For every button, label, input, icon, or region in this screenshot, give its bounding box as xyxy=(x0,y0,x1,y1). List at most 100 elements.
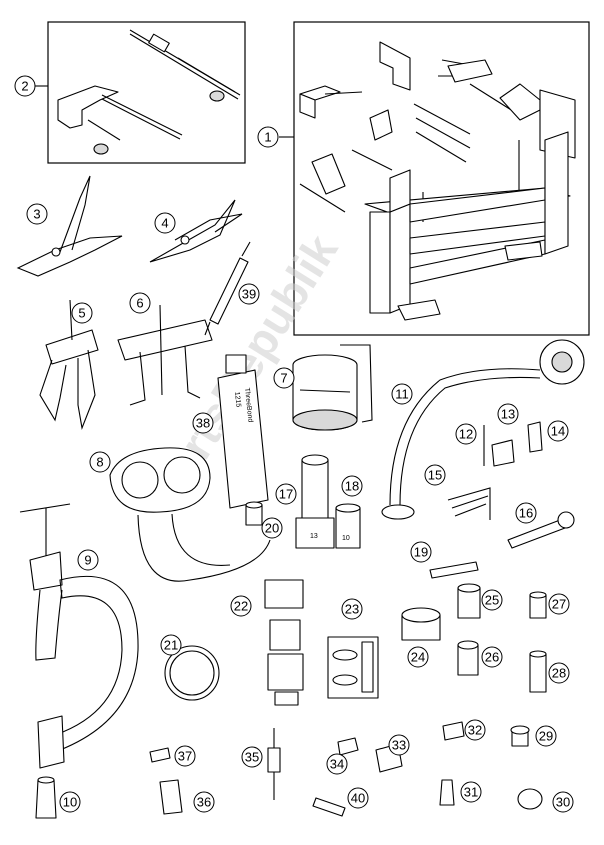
svg-text:11: 11 xyxy=(395,387,409,402)
part-24-sleeve xyxy=(401,607,441,641)
tube-label-code: 1215 xyxy=(233,391,242,407)
svg-text:22: 22 xyxy=(234,599,248,614)
callout-10: 10 xyxy=(59,791,81,813)
callout-9: 9 xyxy=(77,549,99,571)
part-26-sleeve xyxy=(457,640,479,676)
callout-15: 15 xyxy=(424,464,446,486)
svg-text:17: 17 xyxy=(279,487,293,502)
svg-text:10: 10 xyxy=(63,795,77,810)
svg-text:8: 8 xyxy=(96,455,103,470)
part-14-tool xyxy=(527,421,543,453)
part-37-plate xyxy=(149,747,171,763)
svg-text:36: 36 xyxy=(197,795,211,810)
callout-2: 2 xyxy=(14,75,36,97)
part-23-sleeve-set xyxy=(327,636,379,699)
group-box-2 xyxy=(47,21,246,164)
part-1-engine-stand xyxy=(299,41,576,321)
socket-17-size: 13 xyxy=(310,533,318,540)
callout-12: 12 xyxy=(455,423,477,445)
svg-text:9: 9 xyxy=(84,553,91,568)
part-39-syringe xyxy=(204,241,251,336)
part-32-plug xyxy=(442,721,465,741)
callout-7: 7 xyxy=(273,367,295,389)
callout-35: 35 xyxy=(241,746,263,768)
svg-text:31: 31 xyxy=(464,785,478,800)
svg-text:25: 25 xyxy=(485,593,499,608)
svg-text:3: 3 xyxy=(33,207,40,222)
part-2-bracket-set xyxy=(57,29,241,155)
svg-text:37: 37 xyxy=(178,749,192,764)
part-13-tool xyxy=(491,439,515,467)
callout-29: 29 xyxy=(535,725,557,747)
callout-4: 4 xyxy=(154,212,176,234)
svg-text:19: 19 xyxy=(414,545,428,560)
part-28-sleeve xyxy=(529,650,547,693)
svg-text:6: 6 xyxy=(136,296,143,311)
svg-text:16: 16 xyxy=(519,506,533,521)
callout-18: 18 xyxy=(341,475,363,497)
callout-37: 37 xyxy=(174,745,196,767)
callout-22: 22 xyxy=(230,595,252,617)
svg-text:29: 29 xyxy=(539,729,553,744)
svg-text:18: 18 xyxy=(345,479,359,494)
callout-31: 31 xyxy=(460,781,482,803)
callout-16: 16 xyxy=(515,502,537,524)
svg-text:32: 32 xyxy=(468,723,482,738)
part-40-rod xyxy=(312,797,346,817)
part-11-dial-gauge-holder xyxy=(381,339,585,520)
callout-27: 27 xyxy=(548,593,570,615)
callout-39: 39 xyxy=(238,283,260,305)
part-9-press-tool xyxy=(19,503,139,769)
part-36-clip xyxy=(159,779,183,815)
part-20-sleeve xyxy=(245,501,263,526)
svg-text:12: 12 xyxy=(459,427,473,442)
part-5-puller xyxy=(39,299,99,431)
part-19-feeler-gauge xyxy=(429,561,479,579)
part-31-nipple xyxy=(439,779,455,806)
svg-text:14: 14 xyxy=(551,424,565,439)
part-29-cap xyxy=(510,725,530,747)
part-10-sleeve xyxy=(35,776,57,819)
callout-6: 6 xyxy=(129,292,151,314)
callout-5: 5 xyxy=(71,302,93,324)
svg-text:28: 28 xyxy=(552,666,566,681)
svg-text:13: 13 xyxy=(501,407,515,422)
callout-1: 1 xyxy=(257,126,279,148)
socket-18-size: 10 xyxy=(342,535,350,542)
part-38-sealant-tube: ThreeBond 1215 xyxy=(217,354,269,509)
svg-text:40: 40 xyxy=(351,791,365,806)
svg-text:26: 26 xyxy=(485,650,499,665)
svg-text:39: 39 xyxy=(242,287,256,302)
part-30-sleeve xyxy=(517,788,543,810)
callout-11: 11 xyxy=(391,383,413,405)
group-box-1 xyxy=(293,21,590,336)
svg-text:20: 20 xyxy=(265,521,279,536)
svg-text:38: 38 xyxy=(196,416,210,431)
part-17-socket: 13 xyxy=(295,454,335,549)
callout-19: 19 xyxy=(410,541,432,563)
callout-23: 23 xyxy=(341,598,363,620)
callout-26: 26 xyxy=(481,646,503,668)
callout-14: 14 xyxy=(547,420,569,442)
svg-text:21: 21 xyxy=(164,638,178,653)
callout-40: 40 xyxy=(347,787,369,809)
callout-20: 20 xyxy=(261,517,283,539)
part-7-ring-compressor xyxy=(292,344,373,431)
part-22-sleeve-set xyxy=(264,579,304,706)
svg-text:7: 7 xyxy=(280,371,287,386)
callout-3: 3 xyxy=(26,203,48,225)
part-18-socket: 10 xyxy=(335,503,361,549)
callout-28: 28 xyxy=(548,662,570,684)
part-27-sleeve xyxy=(529,591,547,619)
part-6-puller xyxy=(117,304,213,406)
callout-34: 34 xyxy=(326,753,348,775)
callout-24: 24 xyxy=(407,646,429,668)
callout-13: 13 xyxy=(497,403,519,425)
svg-text:4: 4 xyxy=(161,216,168,231)
part-35-valve-tool xyxy=(267,728,281,800)
svg-text:24: 24 xyxy=(411,650,425,665)
callout-32: 32 xyxy=(464,719,486,741)
svg-text:34: 34 xyxy=(330,757,344,772)
svg-text:23: 23 xyxy=(345,602,359,617)
